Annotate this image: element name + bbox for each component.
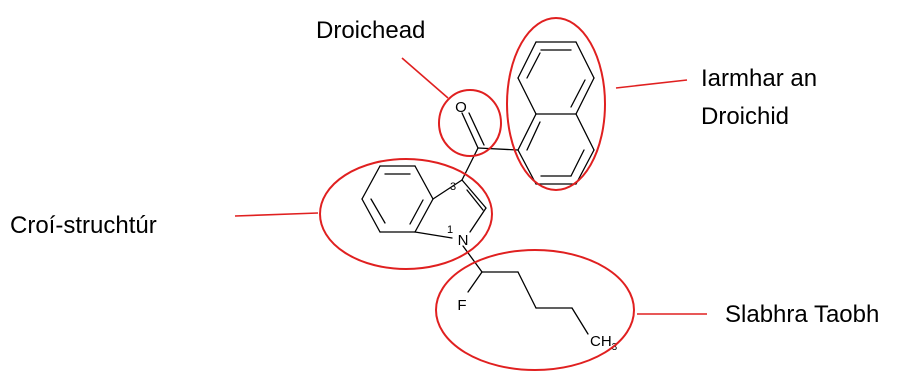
nitrogen-atom-label: N — [458, 232, 469, 249]
side-chain-label: Slabhra Taobh — [725, 301, 879, 328]
carbonyl-group — [461, 112, 519, 181]
fluoropentyl-chain — [462, 245, 589, 335]
indole-core — [361, 165, 487, 239]
bridge-remainder-label-line1: Iarmhar an — [701, 65, 817, 92]
fluorine-atom-label: F — [457, 297, 466, 314]
bridge-label: Droichead — [316, 17, 425, 44]
methyl-subscript: 3 — [612, 342, 618, 353]
annotations: Droichead Iarmhar an Droichid Croí-struc… — [10, 17, 879, 371]
locant-3: 3 — [450, 181, 456, 193]
naphthalene-upper-ring — [517, 41, 595, 115]
core-leader-line — [234, 212, 319, 217]
naphthalene-lower-ring — [517, 113, 595, 185]
side-chain-highlight-ellipse — [435, 249, 635, 371]
bridge-highlight-circle — [438, 89, 502, 157]
bridge-remainder-leader-line — [615, 79, 688, 89]
molecule-structure: O N F CH3 1 3 — [361, 41, 618, 353]
oxygen-atom-label: O — [455, 99, 467, 116]
methyl-label: CH3 — [590, 333, 618, 353]
core-highlight-ellipse — [319, 158, 493, 270]
core-label: Croí-struchtúr — [10, 212, 157, 239]
locant-1: 1 — [447, 224, 453, 236]
bridge-remainder-label-line2: Droichid — [701, 103, 789, 130]
bridge-remainder-highlight-ellipse — [506, 17, 606, 191]
bridge-leader-line — [401, 57, 449, 99]
methyl-text: CH — [590, 333, 612, 350]
